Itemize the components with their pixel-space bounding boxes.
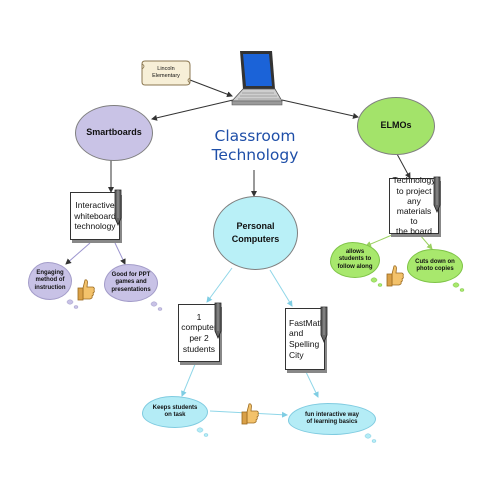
cloud-puff-icon (196, 427, 209, 437)
connector-note-copies (419, 234, 433, 250)
scroll-label: Lincoln Elementary (142, 60, 190, 86)
cloud-follow-line-3: follow along (337, 263, 373, 270)
elmo-note: Technology to project any materials to t… (389, 175, 439, 237)
pc-note1-line-2: computer (181, 322, 217, 333)
diagram-title: Classroom Technology (207, 127, 303, 166)
pc-note2-line-4: City (289, 349, 304, 360)
connector-note-ppt (114, 242, 126, 265)
pen-icon (114, 189, 122, 227)
cloud-copies-line-2: photo copies (416, 266, 454, 272)
cloud-puff-icon (370, 277, 383, 287)
cloud-ppt-line-1: Good for PPT (111, 271, 151, 278)
title-line-1: Classroom (214, 127, 296, 145)
cloud-follow-line-1: allows (345, 248, 365, 255)
cloud-photo-copies: Cuts down on photo copies (407, 249, 463, 283)
connector-note-engaging (65, 242, 91, 265)
elmo-note-line-4: materials to (396, 206, 432, 227)
elmo-note-line-1: Technology (392, 175, 436, 186)
pc-note2-line-2: and (289, 328, 304, 339)
pc-note1-line-4: students (182, 343, 216, 354)
thumbs-up-icon (241, 403, 259, 425)
thumbs-up-icon (77, 279, 95, 301)
cloud-engaging-line-2: method of (35, 277, 65, 284)
cloud-puff-icon (452, 282, 465, 292)
pc-label-line-1: Personal (236, 220, 275, 231)
connector-note2-fun (305, 371, 319, 398)
cloud-engaging-line-3: instruction (34, 284, 66, 291)
interactive-line-3: technology (74, 221, 116, 232)
cloud-copies-line-1: Cuts down on (415, 258, 455, 265)
connector-scroll-laptop (189, 79, 233, 98)
cloud-task-line-2: on task (164, 412, 186, 418)
cloud-ppt-line-3: presentations (111, 286, 151, 293)
fastmath-note: FastMath and Spelling City (285, 308, 325, 370)
cloud-puff-icon (66, 299, 79, 309)
scroll-line-1: Lincoln (157, 65, 175, 72)
interactive-line-1: Interactive (75, 200, 115, 211)
scroll-line-2: Elementary (152, 73, 180, 79)
cloud-on-task: Keeps students on task (142, 396, 208, 428)
cloud-fun-line-2: of learning basics (306, 419, 358, 425)
computer-per-students-note: 1 computer per 2 students (178, 304, 220, 362)
cloud-task-line-1: Keeps students (152, 404, 198, 411)
pc-note2-line-1: FastMath (289, 317, 325, 328)
connector-note1-task (181, 361, 197, 397)
elmo-note-line-3: any (407, 195, 421, 206)
cloud-fun-line-1: fun interactive way (304, 411, 360, 418)
connector-laptop-smartboards (151, 99, 234, 121)
pc-note1-line-3: per 2 (189, 333, 209, 343)
connector-pc-note2 (269, 269, 293, 307)
cloud-ppt-line-2: games and (115, 279, 147, 286)
pc-label-line-2: Computers (231, 234, 280, 244)
cloud-puff-icon (150, 301, 163, 311)
thumbs-up-icon (386, 265, 404, 287)
interactive-line-2: whiteboard (74, 210, 116, 221)
cloud-fun-learning: fun interactive way of learning basics (288, 403, 376, 435)
elmo-note-line-5: the board (396, 226, 432, 237)
smartboards-label: Smartboards (86, 127, 142, 138)
scroll-icon (141, 60, 191, 86)
elmo-note-line-2: to project (396, 185, 432, 196)
connector-note-follow (365, 234, 393, 247)
smartboards-node: Smartboards (75, 105, 153, 161)
connector-laptop-elmos (281, 99, 359, 119)
personal-computers-node: Personal Computers (213, 196, 298, 270)
cloud-follow-along: allows students to follow along (330, 242, 380, 278)
title-line-2: Technology (211, 146, 299, 165)
cloud-ppt: Good for PPT games and presentations (104, 264, 158, 302)
cloud-puff-icon (364, 433, 377, 443)
pc-note2-line-3: Spelling (289, 339, 320, 349)
laptop-icon (231, 51, 283, 106)
connector-pc-note1 (206, 267, 233, 303)
connector-elmos-note (396, 153, 411, 179)
cloud-engaging: Engaging method of instruction (28, 262, 72, 300)
elmos-node: ELMOs (357, 97, 435, 155)
elmos-label: ELMOs (380, 120, 412, 131)
pen-icon (320, 306, 328, 344)
pen-icon (433, 176, 441, 214)
pc-note1-line-1: 1 (196, 311, 202, 322)
pen-icon (214, 302, 222, 340)
cloud-engaging-line-1: Engaging (36, 269, 64, 276)
cloud-follow-line-2: students to (338, 256, 372, 263)
